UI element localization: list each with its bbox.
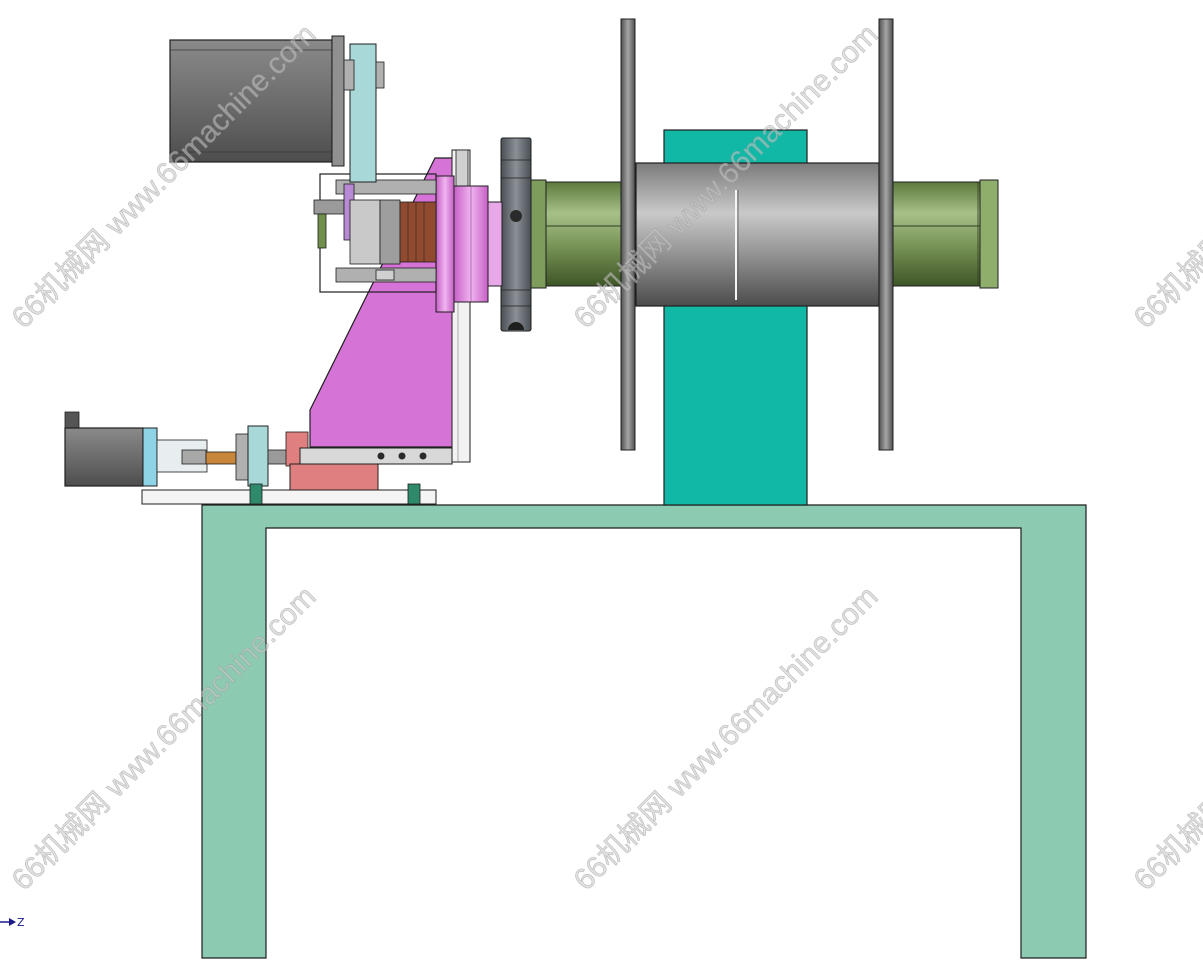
shaft-clamp <box>500 137 532 332</box>
watermark-text: 66机械网 www.66machine.com <box>6 580 323 897</box>
drive-hub <box>435 175 503 313</box>
reel-drum <box>635 162 880 307</box>
reel-flange-right <box>878 18 894 451</box>
watermark-text: 66机械网 www.66machine.com <box>568 580 885 897</box>
table-frame <box>201 504 1087 959</box>
lower-motor <box>64 411 158 487</box>
upper-motor <box>169 35 385 167</box>
lead-screw-drive <box>141 425 453 505</box>
reel-flange-left <box>620 18 636 451</box>
watermark-text: 66机械网 www.66machine.com <box>6 18 323 335</box>
watermark-text: 66机械网 www.66machine.com <box>1128 580 1203 897</box>
watermark-text: 66机械网 www.66machine.com <box>1128 18 1203 335</box>
axis-triad: Z <box>0 916 25 929</box>
axis-z-label: Z <box>17 916 25 929</box>
pulley-assembly <box>313 173 437 293</box>
